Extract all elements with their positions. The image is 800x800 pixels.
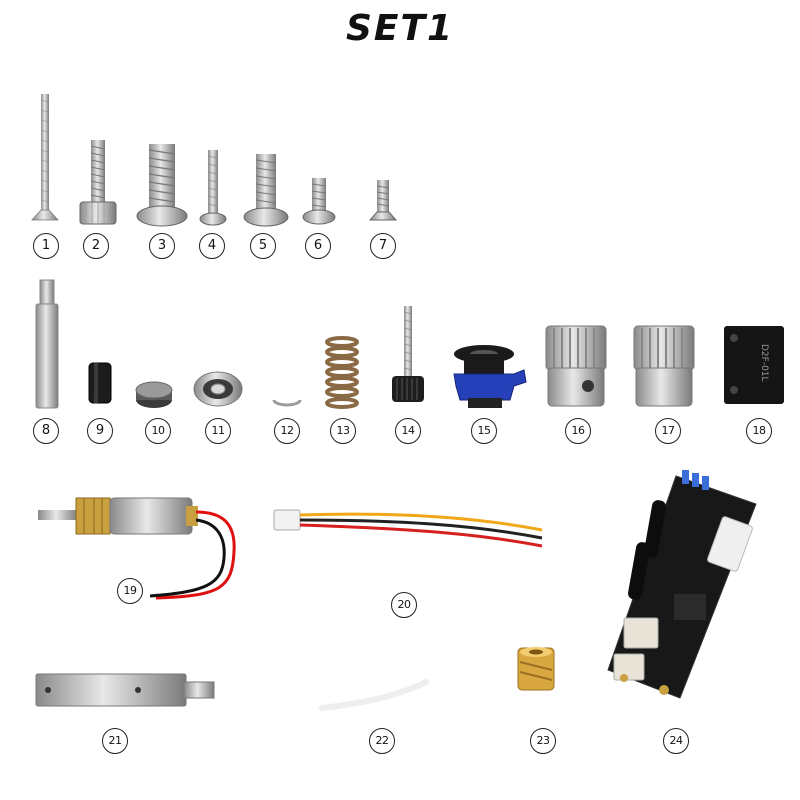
label-4: 4 (199, 233, 225, 259)
label-1: 1 (33, 233, 59, 259)
label-9: 9 (87, 418, 113, 444)
label-2: 2 (83, 233, 109, 259)
button-head-screw-medium (243, 154, 289, 227)
label-6: 6 (305, 233, 331, 259)
jst-cable (273, 509, 543, 548)
label-5: 5 (250, 233, 276, 259)
long-countersunk-screw (31, 94, 59, 221)
countersunk-screw-short (368, 180, 398, 221)
label-10: 10 (145, 418, 171, 444)
socket-head-screw (79, 140, 117, 225)
label-12: 12 (274, 418, 300, 444)
label-11: 11 (205, 418, 231, 444)
ball-bearing (193, 371, 243, 407)
retaining-clip (272, 399, 302, 407)
set-title: SET1 (345, 8, 455, 49)
ptfe-tube (319, 679, 429, 711)
round-magnet (135, 381, 173, 408)
linear-rail (35, 673, 215, 707)
label-7: 7 (370, 233, 396, 259)
button-head-screw-large (136, 144, 188, 227)
label-18: 18 (746, 418, 772, 444)
button-head-screw-short (302, 178, 336, 225)
label-21: 21 (102, 728, 128, 754)
label-17: 17 (655, 418, 681, 444)
geared-motor-with-wires (38, 497, 236, 600)
thin-button-screw (199, 150, 227, 226)
label-8: 8 (33, 418, 59, 444)
label-14: 14 (395, 418, 421, 444)
label-13: 13 (330, 418, 356, 444)
label-3: 3 (149, 233, 175, 259)
compression-spring (325, 336, 359, 409)
label-22: 22 (369, 728, 395, 754)
switch-label: D2F-01L (759, 344, 769, 382)
label-23: 23 (530, 728, 556, 754)
label-24: 24 (663, 728, 689, 754)
black-coupler (88, 362, 112, 404)
label-20: 20 (391, 592, 417, 618)
label-19: 19 (117, 578, 143, 604)
control-board (607, 470, 757, 699)
label-15: 15 (471, 418, 497, 444)
label-16: 16 (565, 418, 591, 444)
steel-pin-shaft (35, 279, 59, 409)
blue-spool-holder (453, 345, 527, 408)
drive-gear-a (545, 325, 607, 407)
drive-gear-b (633, 325, 695, 407)
micro-switch: D2F-01L (724, 326, 784, 404)
thumb-screw (392, 306, 424, 402)
brass-heat-insert (517, 647, 555, 691)
